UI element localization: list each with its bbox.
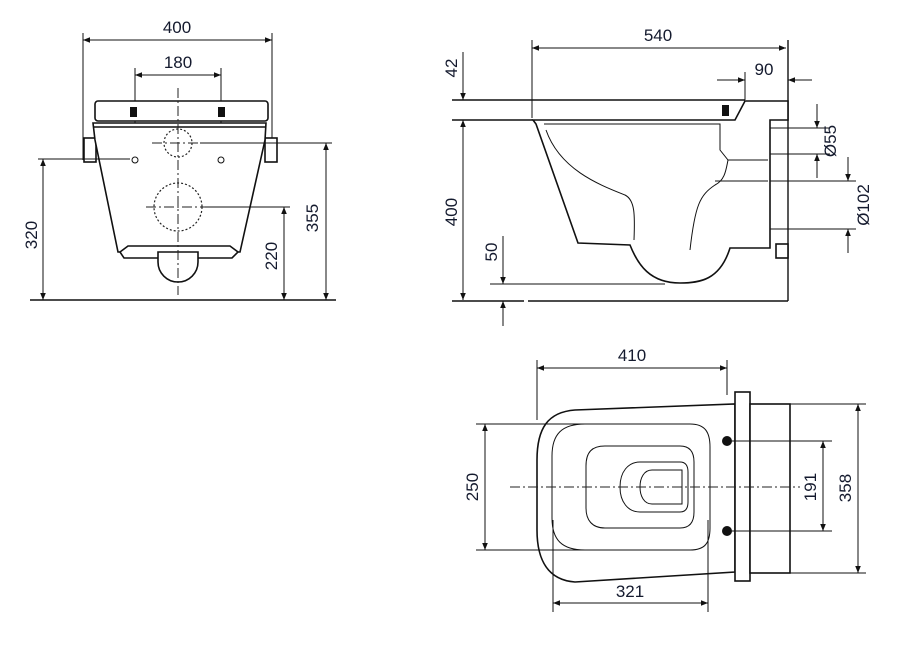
dimension-inner-width: 250 [463,473,482,501]
dimension-fixing-spacing-top: 191 [801,473,820,501]
dimension-seat-thickness: 42 [442,59,461,78]
seat-lid [94,100,269,122]
dimension-outlet-diameter: Ø102 [854,184,873,226]
right-bracket [264,137,278,163]
dimension-overall-width: 358 [836,474,855,502]
top-view: 410 250 191 358 321 [463,346,866,612]
bowl-top-outline [536,403,736,583]
dimension-fixing-spacing: 180 [164,53,192,72]
dimension-depth: 540 [644,26,672,45]
dimension-rim-height: 400 [442,198,461,226]
dimension-inlet-height: 355 [303,204,322,232]
side-view: 540 90 42 400 Ø55 Ø102 50 [442,26,873,326]
seat-outline [551,423,711,551]
dimension-inner-length: 321 [616,582,644,601]
front-view: 400 180 320 220 355 [22,18,336,301]
left-bracket [83,137,97,163]
outlet-spigot [157,251,199,283]
bowl-profile [531,100,789,284]
dimension-inlet-diameter: Ø55 [821,125,840,157]
dimension-bottom-clearance: 50 [482,243,501,262]
dimension-fixing-height: 320 [22,221,41,249]
bowl-front [92,122,267,253]
dimension-rear-offset: 90 [755,60,774,79]
dimension-length: 410 [618,346,646,365]
dimension-outlet-height: 220 [262,242,281,270]
dimension-width: 400 [163,18,191,37]
